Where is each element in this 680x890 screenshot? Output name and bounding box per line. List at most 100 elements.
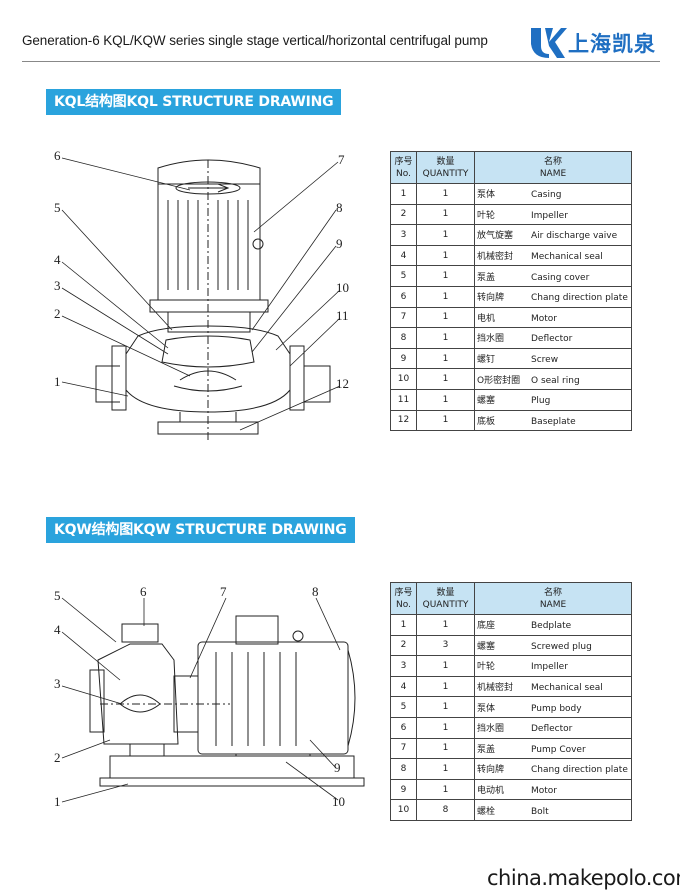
kqw-motor-fan-cover xyxy=(347,649,356,747)
kql-callout-numbers: 6 7 5 8 4 9 3 10 2 11 1 12 xyxy=(54,148,349,391)
part-name-cn: 电机 xyxy=(477,313,496,324)
part-name-en: Deflector xyxy=(531,334,573,345)
row-quantity: 1 xyxy=(416,388,475,411)
kqw-direction-plate xyxy=(292,630,304,642)
kql-callout-11: 11 xyxy=(336,308,349,323)
kqw-callout-9: 9 xyxy=(334,760,341,775)
kql-leader-lines xyxy=(61,157,341,431)
part-name-cn: 螺塞 xyxy=(477,396,496,407)
row-number: 11 xyxy=(390,388,417,411)
kqw-pump-body xyxy=(97,643,179,745)
row-name: 放气旋塞 Air discharge vaive xyxy=(474,224,632,246)
row-quantity: 1 xyxy=(416,696,475,718)
kql-callout-5: 5 xyxy=(54,200,61,215)
row-number: 2 xyxy=(390,203,417,226)
row-quantity: 1 xyxy=(416,265,475,287)
part-name-en: Impeller xyxy=(531,210,568,221)
kqw-motor-body xyxy=(197,641,349,755)
row-number: 1 xyxy=(390,183,417,205)
row-quantity: 1 xyxy=(416,368,475,390)
part-name-en: Deflector xyxy=(531,724,573,735)
kql-motor-body xyxy=(157,183,261,301)
kql-callout-1: 1 xyxy=(54,374,61,389)
part-name-en: Air discharge vaive xyxy=(531,231,618,242)
part-name-cn: 电动机 xyxy=(477,786,505,797)
kqw-structure-drawing: 5 6 7 8 4 3 2 1 9 10 xyxy=(54,584,365,809)
row-quantity: 1 xyxy=(416,327,475,349)
part-name-en: Screw xyxy=(531,355,559,366)
kql-callout-9: 9 xyxy=(336,236,343,251)
row-number: 8 xyxy=(390,327,417,349)
row-quantity: 1 xyxy=(416,675,475,698)
kql-section-label: KQL结构图KQL STRUCTURE DRAWING xyxy=(46,89,342,115)
kqw-callout-1: 1 xyxy=(54,794,61,809)
part-name-cn: 转向牌 xyxy=(477,765,505,776)
row-number: 9 xyxy=(390,347,417,370)
kqw-inlet-flange xyxy=(89,669,105,733)
kql-motor-cap xyxy=(157,159,261,185)
row-quantity: 1 xyxy=(416,614,475,636)
part-name-cn: 底座 xyxy=(477,621,496,632)
part-name-cn: 螺塞 xyxy=(477,641,496,652)
part-name-en: Chang direction plate xyxy=(531,293,628,304)
row-number: 9 xyxy=(390,778,417,801)
row-number: 10 xyxy=(390,799,417,821)
part-name-cn: 挡水圈 xyxy=(477,724,505,735)
kql-outlet-flange xyxy=(289,345,305,411)
part-name-en: Chang direction plate xyxy=(531,765,628,776)
row-quantity: 1 xyxy=(416,778,475,801)
part-name-cn: 泵盖 xyxy=(477,272,496,283)
kql-motor-fins xyxy=(167,200,249,290)
part-name-cn: 机械密封 xyxy=(477,683,514,694)
kql-feet xyxy=(179,412,237,422)
kqw-section-label: KQW结构图KQW STRUCTURE DRAWING xyxy=(46,517,355,543)
part-name-cn: 放气旋塞 xyxy=(477,231,514,242)
row-number: 10 xyxy=(390,368,417,390)
part-name-en: Bedplate xyxy=(531,621,572,632)
row-name: 转向牌 Chang direction plate xyxy=(474,758,632,780)
kqw-terminal-box xyxy=(235,615,279,645)
kql-callout-12: 12 xyxy=(336,376,349,391)
part-name-cn: 挡水圈 xyxy=(477,334,505,345)
kqw-bedplate xyxy=(109,755,355,779)
row-quantity: 1 xyxy=(416,716,475,739)
row-number: 5 xyxy=(390,265,417,287)
kqw-callout-7: 7 xyxy=(220,584,227,599)
logo-text: 上海凯泉 xyxy=(568,32,656,56)
row-name: 挡水圈 Deflector xyxy=(474,327,632,349)
part-name-cn: O形密封圈 xyxy=(477,375,521,386)
row-number: 3 xyxy=(390,655,417,677)
row-number: 6 xyxy=(390,285,417,308)
part-name-cn: 泵体 xyxy=(477,703,496,714)
row-quantity: 1 xyxy=(416,203,475,226)
part-name-cn: 泵盖 xyxy=(477,744,496,755)
part-name-en: O seal ring xyxy=(531,375,580,386)
kql-baseplate xyxy=(157,421,259,435)
kql-casing-cover xyxy=(161,335,255,368)
watermark: china.makepolo.com xyxy=(487,866,680,890)
